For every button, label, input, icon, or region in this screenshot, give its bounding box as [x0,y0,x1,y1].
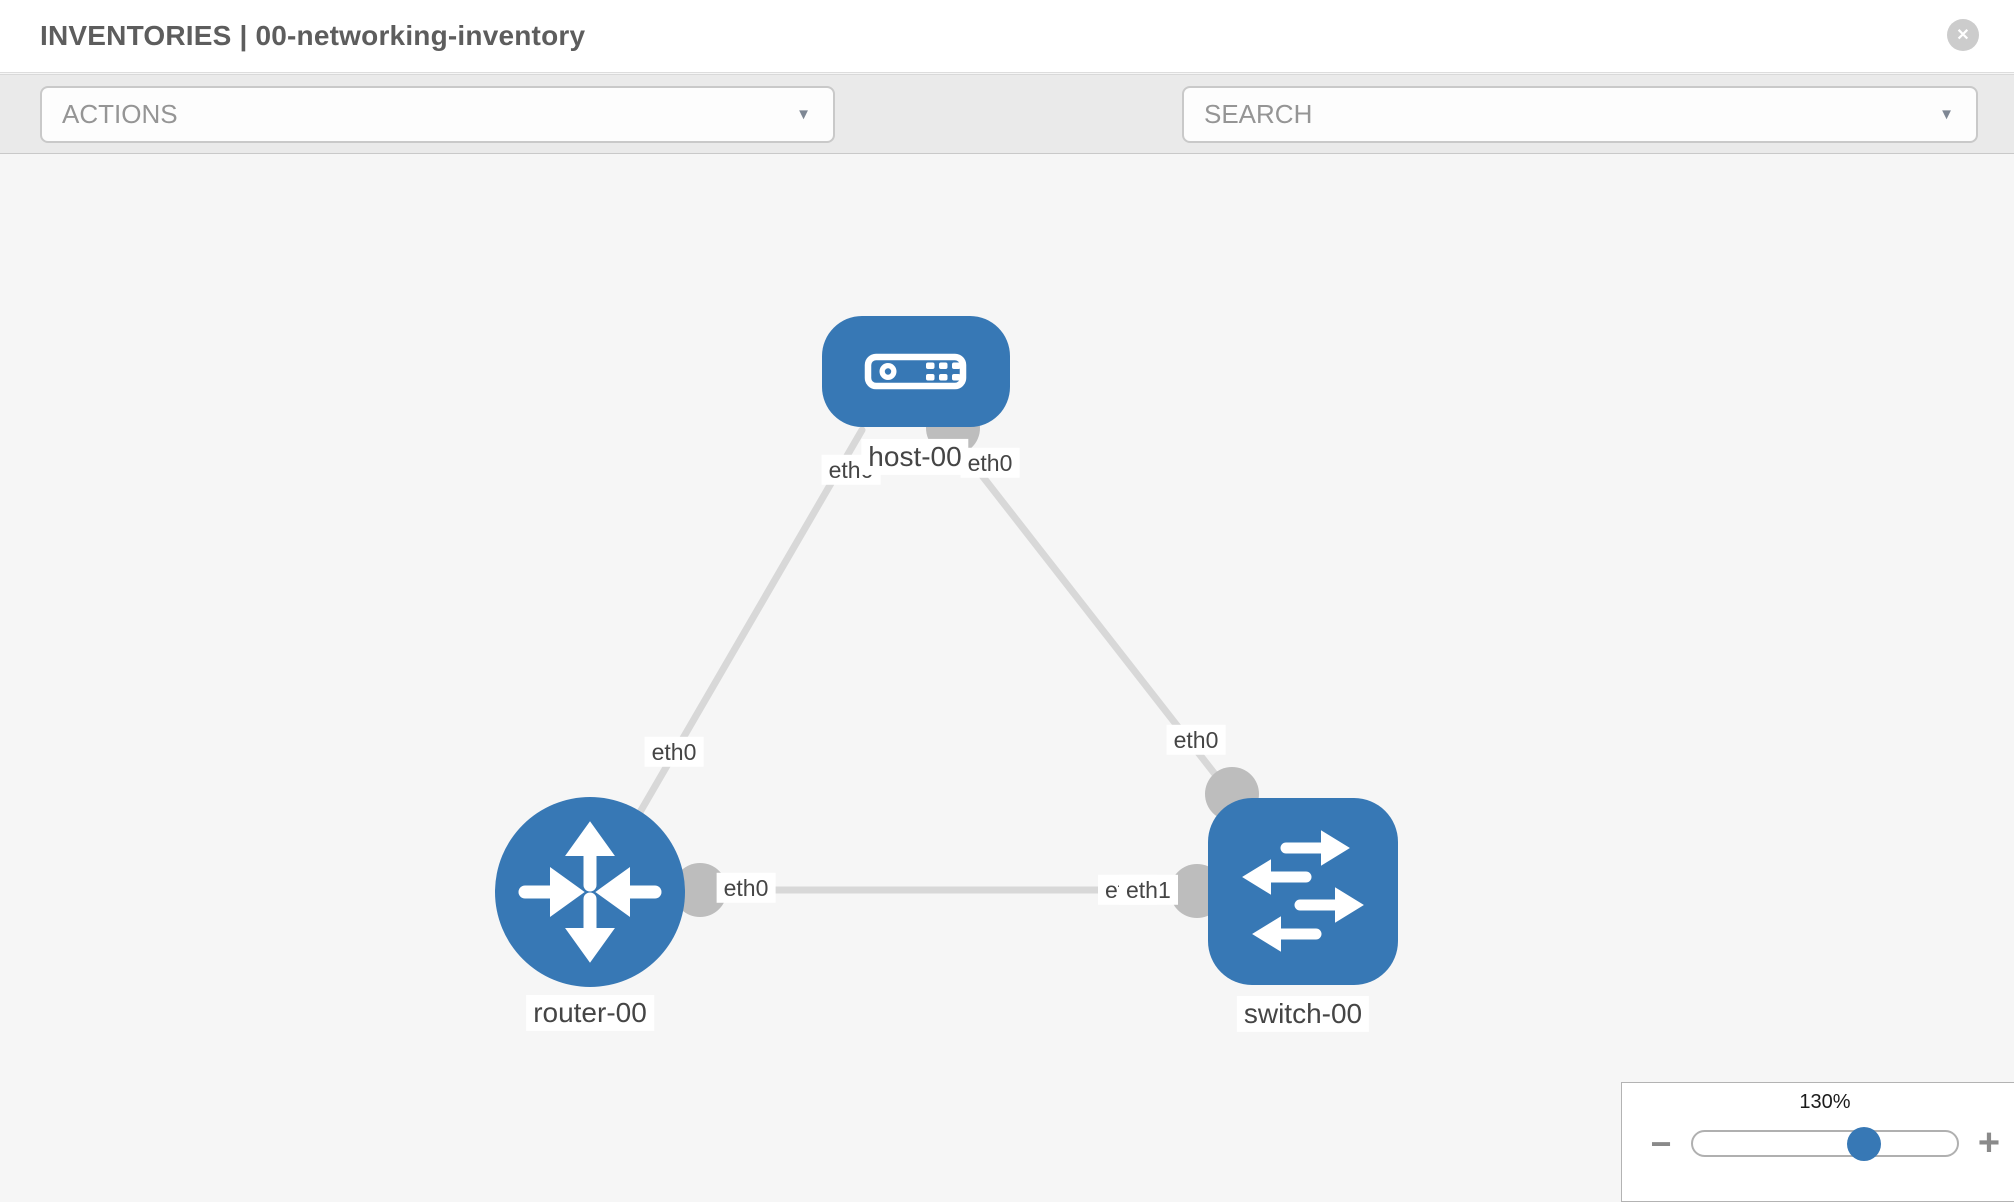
host-icon [864,353,967,390]
iface-label-router-switch-routerend: eth0 [716,872,776,904]
router-icon [518,821,662,963]
zoom-panel: 130% − + [1621,1082,2014,1202]
iface-label-host-switch-hostend: eth0 [960,447,1020,479]
plus-icon: + [1977,1122,2001,1164]
zoom-level: 130% [1799,1091,1851,1113]
topology-canvas[interactable]: host-00 router-00 switch-00 eth0 eth0 et… [0,155,2014,1200]
switch-icon [1242,830,1364,952]
zoom-slider-handle[interactable] [1847,1127,1881,1161]
node-label-switch: switch-00 [1236,995,1370,1033]
node-router-00[interactable] [495,797,685,987]
page-title: INVENTORIES | 00-networking-inventory [40,20,586,51]
port-router-eth0[interactable] [673,863,727,917]
node-host-00[interactable] [822,316,1010,427]
node-switch-00[interactable] [1208,798,1398,985]
iface-label-host-router-routerend: eth0 [644,736,704,768]
iface-label-router-switch-switchend: eth1 [1119,874,1178,906]
chevron-down-icon: ▼ [1939,106,1954,123]
header: INVENTORIES | 00-networking-inventory ✕ [0,0,2014,73]
chevron-down-icon: ▼ [796,106,811,123]
actions-dropdown[interactable]: ACTIONS ▼ [40,86,835,143]
actions-dropdown-label: ACTIONS [62,99,178,129]
close-icon: ✕ [1956,27,1970,44]
node-label-router: router-00 [526,994,654,1032]
links-layer [621,401,1259,918]
zoom-in-button[interactable]: + [1972,1124,2006,1162]
link-host-router [621,426,866,842]
node-label-host: host-00 [861,438,969,476]
toolbar: ACTIONS ▼ SEARCH ▼ [0,74,2014,211]
zoom-slider-track[interactable] [1691,1130,1959,1157]
close-button[interactable]: ✕ [1947,19,1979,51]
iface-label-host-switch-switchend: eth0 [1166,724,1226,756]
search-dropdown[interactable]: SEARCH ▼ [1182,86,1978,143]
zoom-out-button[interactable]: − [1644,1126,1678,1162]
minus-icon: − [1650,1123,1672,1164]
search-dropdown-label: SEARCH [1204,99,1313,129]
